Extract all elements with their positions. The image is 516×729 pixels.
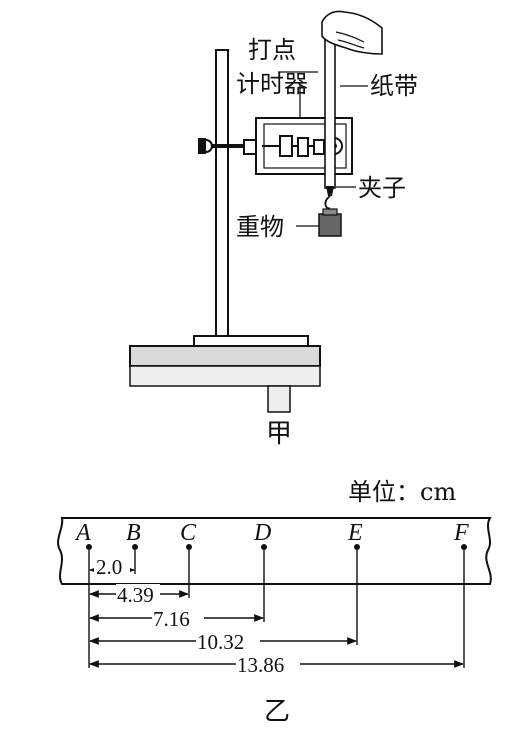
hand: [321, 10, 383, 55]
caption-jia: 甲: [266, 419, 292, 449]
point-a: A: [74, 520, 91, 546]
dot-d: [261, 544, 267, 550]
point-d: D: [253, 520, 271, 546]
point-e: E: [347, 520, 363, 546]
point-f: F: [453, 520, 469, 546]
apparatus: 打点 计时器 纸带 夹子 重物 甲: [129, 10, 418, 449]
distance-ae: 10.32: [197, 630, 244, 654]
unit-label: 单位：cm: [348, 478, 456, 506]
table: [129, 345, 321, 413]
tape-diagram: 单位：cm A B C D E F: [57, 478, 492, 727]
distance-ab: 2.0: [96, 555, 122, 579]
distance-ad: 7.16: [153, 607, 190, 631]
point-c: C: [180, 520, 197, 546]
paper-tape: [324, 25, 336, 189]
label-timer-line2: 计时器: [236, 70, 308, 98]
distance-af: 13.86: [237, 653, 284, 677]
dot-e: [354, 544, 360, 550]
ticker-timer: [255, 117, 353, 175]
weight-block: [318, 213, 342, 237]
clamp-knob: [198, 138, 262, 155]
stand-rod: [215, 49, 229, 343]
label-clip: 夹子: [358, 174, 406, 202]
label-tape: 纸带: [370, 72, 418, 100]
paper-strip: [57, 517, 492, 585]
dot-c: [186, 544, 192, 550]
point-b: B: [126, 520, 141, 546]
dot-f: [461, 544, 467, 550]
label-weight: 重物: [236, 213, 284, 241]
dot-b: [132, 544, 138, 550]
distance-ac: 4.39: [117, 583, 154, 607]
extension-lines: [88, 550, 465, 668]
clip: [324, 186, 334, 210]
caption-yi: 乙: [264, 697, 290, 727]
dot-a: [86, 544, 92, 550]
label-timer-line1: 打点: [248, 36, 296, 64]
